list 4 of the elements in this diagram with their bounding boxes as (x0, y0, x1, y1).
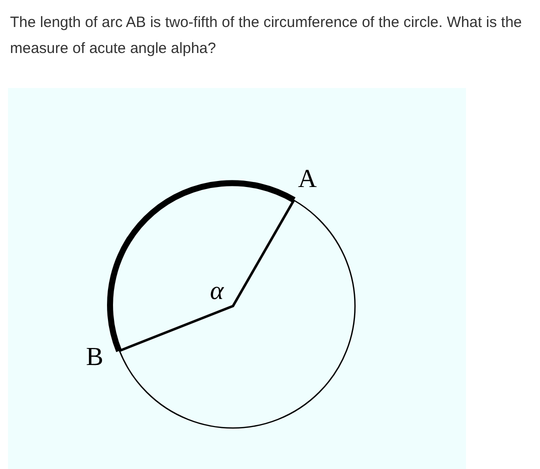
question-text: The length of arc AB is two-fifth of the circumference of the circle. What is the measure of acute angle alpha? (10, 13, 523, 59)
point-label: B (86, 344, 104, 370)
angle-label: α (210, 278, 224, 304)
point-label: A (298, 166, 317, 192)
